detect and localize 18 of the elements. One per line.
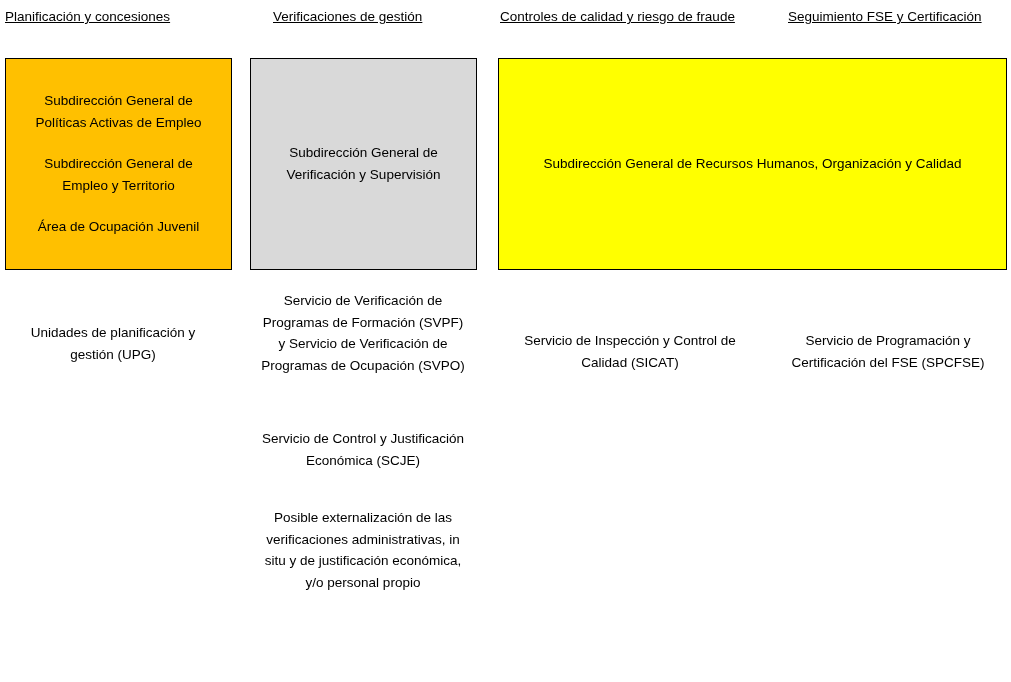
column-heading: Planificación y concesiones (5, 8, 171, 26)
service-note: Servicio de Programación y Certificación del FSE (SPCFSE) (790, 332, 986, 372)
service-note: Servicio de Verificación de Programas de Formación (SVPF) y Servicio de Verificación de Programas de Ocupación (SVPO) (260, 292, 466, 375)
department-box (250, 58, 477, 270)
department-name: Subdirección General de Empleo y Territorio (43, 155, 194, 195)
department-box (498, 58, 1007, 270)
department-name: Subdirección General de Recursos Humanos, Organización y Calidad (543, 155, 962, 174)
department-box (5, 58, 232, 270)
department-name: Subdirección General de Verificación y Supervisión (285, 144, 442, 184)
service-note: Posible externalización de las verificaciones administrativas, in situ y de justificación económica, y/o personal propio (263, 509, 463, 592)
department-name: Subdirección General de Políticas Activas de Empleo (34, 92, 203, 132)
service-note: Servicio de Control y Justificación Económica (SCJE) (261, 430, 465, 470)
service-note: Unidades de planificación y gestión (UPG) (29, 324, 197, 364)
service-note: Servicio de Inspección y Control de Calidad (SICAT) (523, 332, 737, 372)
department-name: Área de Ocupación Juvenil (37, 218, 200, 237)
column-heading: Verificaciones de gestión (273, 8, 423, 26)
column-heading: Seguimiento FSE y Certificación (788, 8, 982, 26)
column-heading: Controles de calidad y riesgo de fraude (500, 8, 735, 26)
